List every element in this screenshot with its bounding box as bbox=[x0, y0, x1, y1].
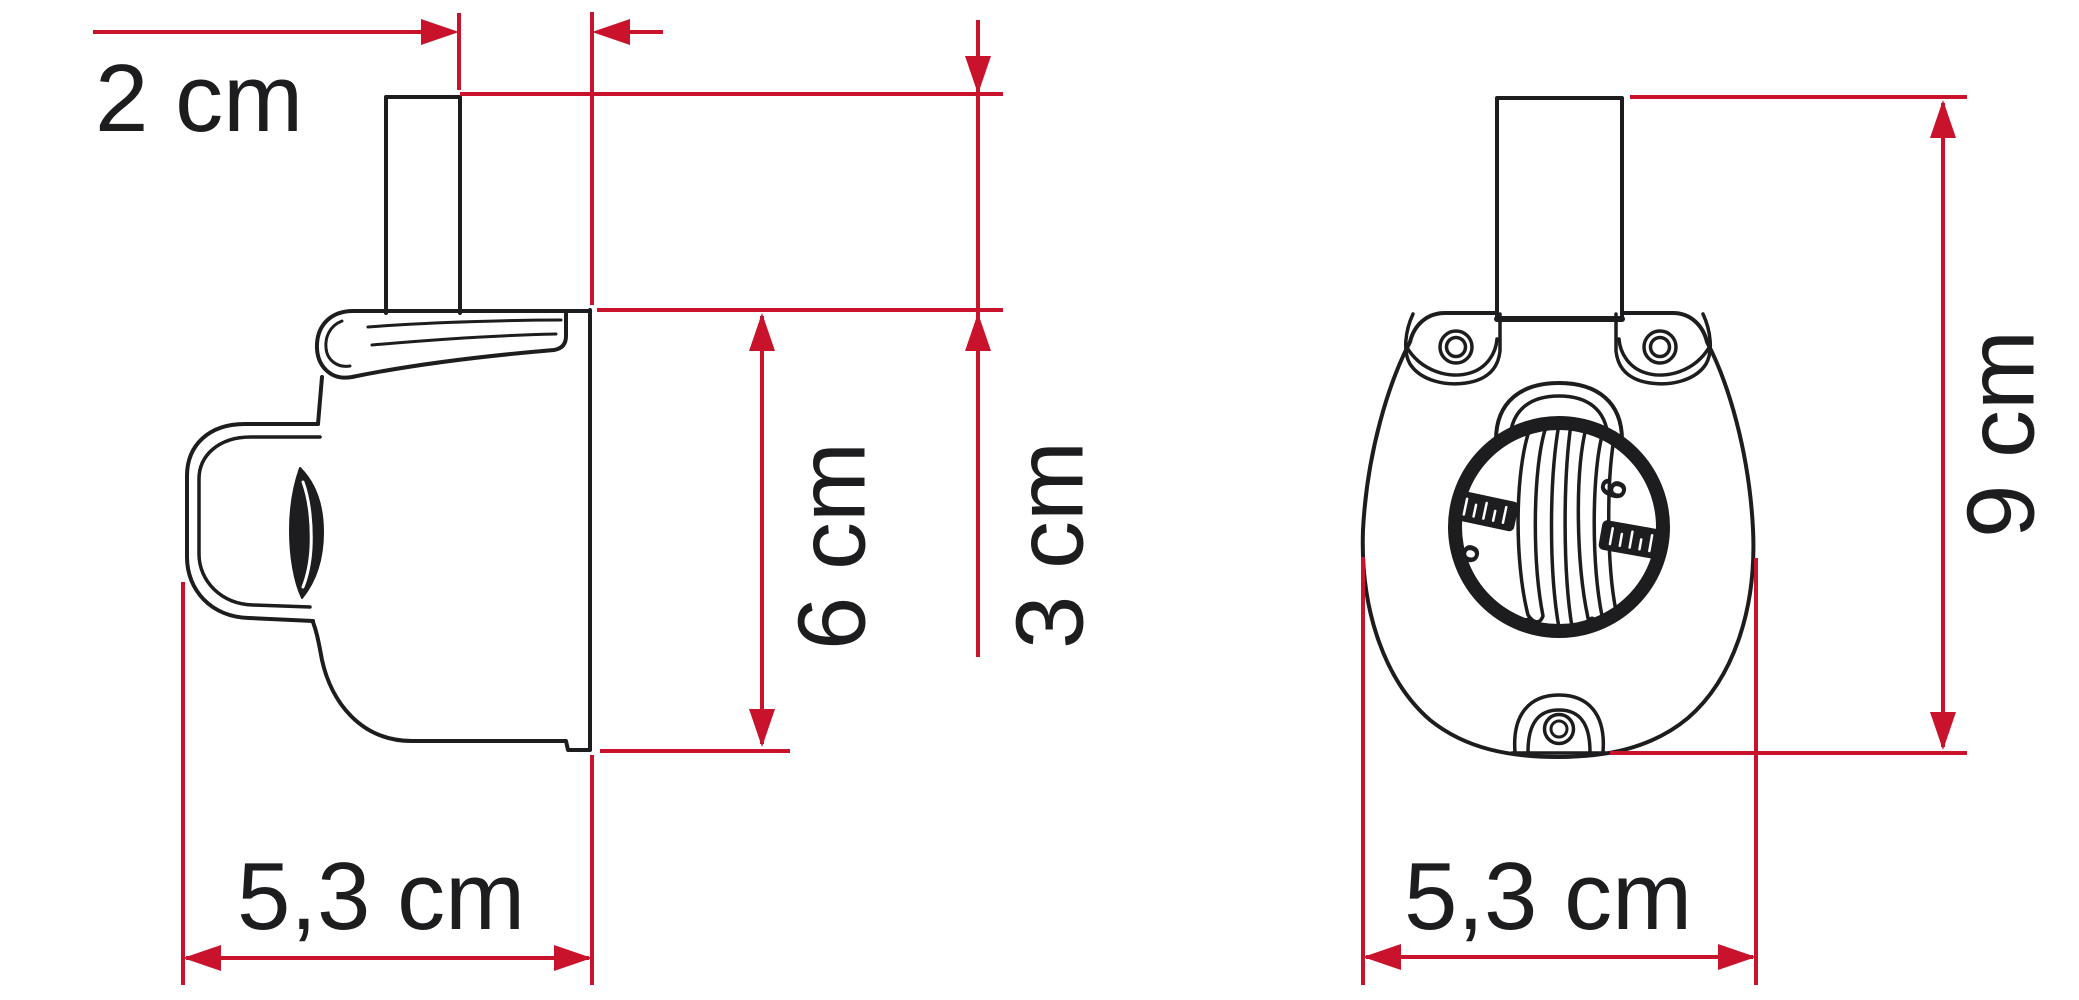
label-depth-53cm: 5,3 cm bbox=[237, 843, 525, 950]
stem-front bbox=[1494, 96, 1625, 322]
dim-2cm bbox=[93, 19, 663, 45]
latch-crescent bbox=[289, 467, 324, 599]
dim-depth-53cm bbox=[183, 945, 592, 971]
stem-side bbox=[384, 95, 462, 315]
label-6cm: 6 cm bbox=[779, 442, 886, 650]
fiamma-swirl-right: 6 bbox=[1591, 473, 1636, 505]
fiamma-label-left bbox=[1453, 490, 1519, 532]
body-outline-side bbox=[311, 308, 592, 752]
side-view bbox=[185, 95, 592, 752]
dim-3cm bbox=[965, 20, 991, 657]
extension-lines-front bbox=[1361, 95, 1967, 985]
label-9cm: 9 cm bbox=[1948, 330, 2055, 538]
label-width-53cm: 5,3 cm bbox=[1404, 843, 1692, 950]
screw-boss-bottom bbox=[1510, 693, 1608, 755]
extension-lines-side bbox=[181, 12, 1003, 985]
dim-width-53cm bbox=[1363, 944, 1756, 970]
combination-dial: 6 6 bbox=[1444, 381, 1670, 638]
hook bbox=[185, 422, 322, 623]
screw-boss-right bbox=[1614, 312, 1712, 386]
label-2cm: 2 cm bbox=[95, 45, 303, 152]
front-view: 6 6 bbox=[1360, 96, 1756, 759]
label-3cm: 3 cm bbox=[997, 441, 1104, 649]
fiamma-swirl-left: 6 bbox=[1444, 537, 1489, 569]
dial-ring bbox=[1448, 416, 1670, 638]
dimension-labels: 2 cm 6 cm 3 cm 5,3 cm 9 cm 5,3 cm bbox=[95, 45, 2055, 950]
dim-6cm bbox=[749, 313, 775, 747]
body-outline-front bbox=[1360, 311, 1756, 759]
flange bbox=[314, 309, 592, 380]
dim-9cm bbox=[1930, 100, 1956, 750]
screw-boss-left bbox=[1404, 312, 1502, 386]
dimensions bbox=[93, 12, 1967, 985]
fiamma-label-right bbox=[1598, 520, 1668, 560]
dial-grip bbox=[1516, 422, 1618, 634]
